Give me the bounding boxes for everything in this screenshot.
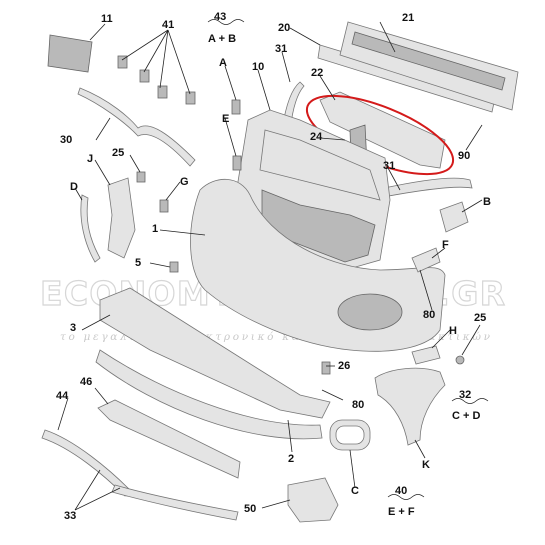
label-33: 33 xyxy=(64,510,76,522)
bracket-H xyxy=(411,345,441,365)
label-22: 22 xyxy=(311,67,323,79)
label-80-right: 80 xyxy=(423,309,435,321)
tilde-40 xyxy=(387,494,425,500)
label-1: 1 xyxy=(152,223,158,235)
leader-lines xyxy=(57,21,483,511)
clip-26 xyxy=(321,361,331,375)
lower-trim-33 xyxy=(111,484,239,521)
label-40: 40 xyxy=(395,485,407,497)
label-D: D xyxy=(70,181,78,193)
clip-G xyxy=(159,199,169,213)
label-30: 30 xyxy=(60,134,72,146)
label-44: 44 xyxy=(56,390,69,402)
label-2: 2 xyxy=(288,453,294,465)
label-20: 20 xyxy=(278,22,290,34)
fog-light-opening xyxy=(337,293,403,331)
bracket-J xyxy=(107,177,136,259)
clip-25b xyxy=(455,355,465,365)
label-26: 26 xyxy=(338,360,350,372)
label-G: G xyxy=(180,176,189,188)
tilde-32 xyxy=(451,398,489,404)
label-24: 24 xyxy=(310,131,323,143)
label-41: 41 xyxy=(162,19,174,31)
label-21: 21 xyxy=(402,12,414,24)
tilde-43 xyxy=(207,19,245,25)
label-40-sub: E + F xyxy=(388,506,415,518)
bracket-F xyxy=(411,247,441,273)
lower-grille-3 xyxy=(99,287,331,419)
label-25-top: 25 xyxy=(112,147,124,159)
label-32: 32 xyxy=(459,389,471,401)
clip-A xyxy=(231,99,241,115)
label-B: B xyxy=(483,196,491,208)
screw-5 xyxy=(169,261,179,273)
label-H: H xyxy=(449,325,457,337)
license-plate-panel xyxy=(47,34,93,73)
label-C: C xyxy=(351,485,359,497)
label-43: 43 xyxy=(214,11,226,23)
bracket-K xyxy=(374,367,446,446)
label-43-sub: A + B xyxy=(208,33,236,45)
lower-trim-44 xyxy=(41,429,131,497)
label-5: 5 xyxy=(135,257,141,269)
sensor-kit-50 xyxy=(287,477,339,523)
label-32-sub: C + D xyxy=(452,410,480,422)
clip-25 xyxy=(136,171,146,183)
bracket-D xyxy=(80,194,101,263)
label-25-right: 25 xyxy=(474,312,486,324)
label-31-top: 31 xyxy=(275,43,287,55)
label-31-mid: 31 xyxy=(383,160,395,172)
label-90: 90 xyxy=(458,150,470,162)
chrome-strip-30 xyxy=(77,87,196,167)
label-50: 50 xyxy=(244,503,256,515)
clips-41 xyxy=(117,55,196,105)
label-3: 3 xyxy=(70,322,76,334)
reinforcement-bars xyxy=(317,21,519,113)
label-A: A xyxy=(219,57,227,69)
label-11: 11 xyxy=(101,13,113,25)
label-10: 10 xyxy=(252,61,264,73)
label-J: J xyxy=(87,153,93,165)
label-80-bottom: 80 xyxy=(352,399,364,411)
label-E: E xyxy=(222,113,229,125)
clip-E xyxy=(232,155,242,171)
trim-31-right xyxy=(374,177,473,199)
lower-spoiler-2 xyxy=(95,349,323,440)
label-46: 46 xyxy=(80,376,92,388)
label-K: K xyxy=(422,459,430,471)
bracket-B xyxy=(439,201,469,233)
label-F: F xyxy=(442,239,449,251)
skid-plate-46 xyxy=(97,399,241,479)
